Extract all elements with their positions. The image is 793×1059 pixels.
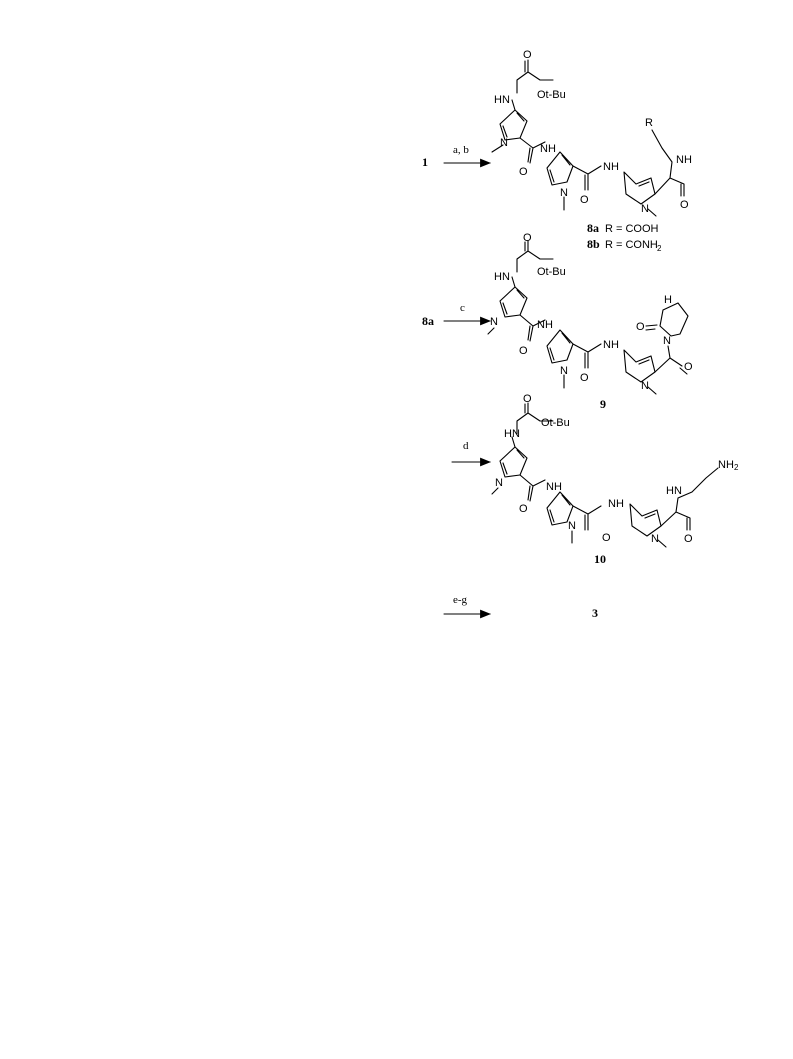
product-label-3: 3: [592, 606, 598, 620]
product-label-8a: 8a R = COOH: [587, 221, 659, 235]
atom-label: N: [500, 137, 508, 149]
reaction-1: 1 a, b O Ot-Bu HN N O NH N O NH: [422, 49, 692, 253]
svg-text:O: O: [523, 393, 532, 405]
svg-text:O: O: [684, 533, 693, 545]
svg-text:8b: 8b: [587, 237, 600, 251]
start-compound-label: 8a: [422, 314, 434, 328]
atom-label: NH: [540, 143, 556, 155]
atom-label: NH: [676, 154, 692, 166]
reaction-conditions: a, b: [453, 144, 469, 156]
atom-label: O: [523, 49, 532, 61]
atom-label: O: [519, 166, 528, 178]
svg-text:N: N: [651, 533, 659, 545]
svg-text:O: O: [523, 232, 532, 244]
atom-label: Ot-Bu: [537, 89, 566, 101]
reaction-2: 8a c O Ot-Bu HN N O NH N O NH N O: [422, 232, 693, 411]
svg-text:2: 2: [734, 463, 739, 472]
svg-text:NH: NH: [608, 498, 624, 510]
reaction-conditions: c: [460, 302, 465, 314]
atom-label: N: [560, 187, 568, 199]
svg-text:NH: NH: [546, 481, 562, 493]
start-compound-label: 1: [422, 155, 428, 169]
svg-text:NH: NH: [603, 339, 619, 351]
svg-text:NH: NH: [718, 459, 734, 471]
svg-text:N: N: [663, 335, 671, 347]
svg-text:HN: HN: [494, 271, 510, 283]
svg-text:O: O: [684, 361, 693, 373]
svg-text:N: N: [568, 520, 576, 532]
atom-label: R: [645, 117, 653, 129]
svg-text:R = COOH: R = COOH: [605, 223, 659, 235]
svg-text:Ot-Bu: Ot-Bu: [537, 266, 566, 278]
svg-text:R = CONH: R = CONH: [605, 239, 658, 251]
reaction-4: e-g 3: [443, 594, 598, 620]
svg-text:O: O: [580, 372, 589, 384]
atom-label: HN: [494, 94, 510, 106]
svg-text:O: O: [519, 345, 528, 357]
svg-text:O: O: [636, 321, 645, 333]
svg-text:Ot-Bu: Ot-Bu: [541, 417, 570, 429]
product-structure-9: O Ot-Bu HN N O NH N O NH N O N H O: [487, 232, 693, 395]
svg-text:O: O: [519, 503, 528, 515]
atom-label: O: [580, 194, 589, 206]
reaction-conditions: e-g: [453, 594, 468, 606]
svg-text:2: 2: [657, 244, 662, 253]
product-structure-10: O Ot-Bu HN N O NH N O NH N O HN NH 2: [491, 393, 739, 548]
svg-text:NH: NH: [537, 319, 553, 331]
svg-text:H: H: [664, 294, 672, 306]
atom-label: O: [680, 199, 689, 211]
product-structure-8: O Ot-Bu HN N O NH N O NH N O: [491, 49, 692, 217]
reaction-3: d O Ot-Bu HN N O NH N O NH N O HN NH: [451, 393, 739, 566]
svg-text:HN: HN: [504, 428, 520, 440]
svg-text:HN: HN: [666, 485, 682, 497]
svg-text:8a: 8a: [587, 221, 599, 235]
svg-text:N: N: [490, 316, 498, 328]
svg-text:N: N: [560, 365, 568, 377]
product-label-8b: 8b R = CONH 2: [587, 237, 662, 253]
atom-label: NH: [603, 161, 619, 173]
svg-text:O: O: [602, 532, 611, 544]
product-label-9: 9: [600, 397, 606, 411]
atom-label: N: [641, 203, 649, 215]
svg-text:N: N: [641, 380, 649, 392]
product-label-10: 10: [594, 552, 606, 566]
reaction-conditions: d: [463, 440, 469, 452]
svg-text:N: N: [495, 477, 503, 489]
